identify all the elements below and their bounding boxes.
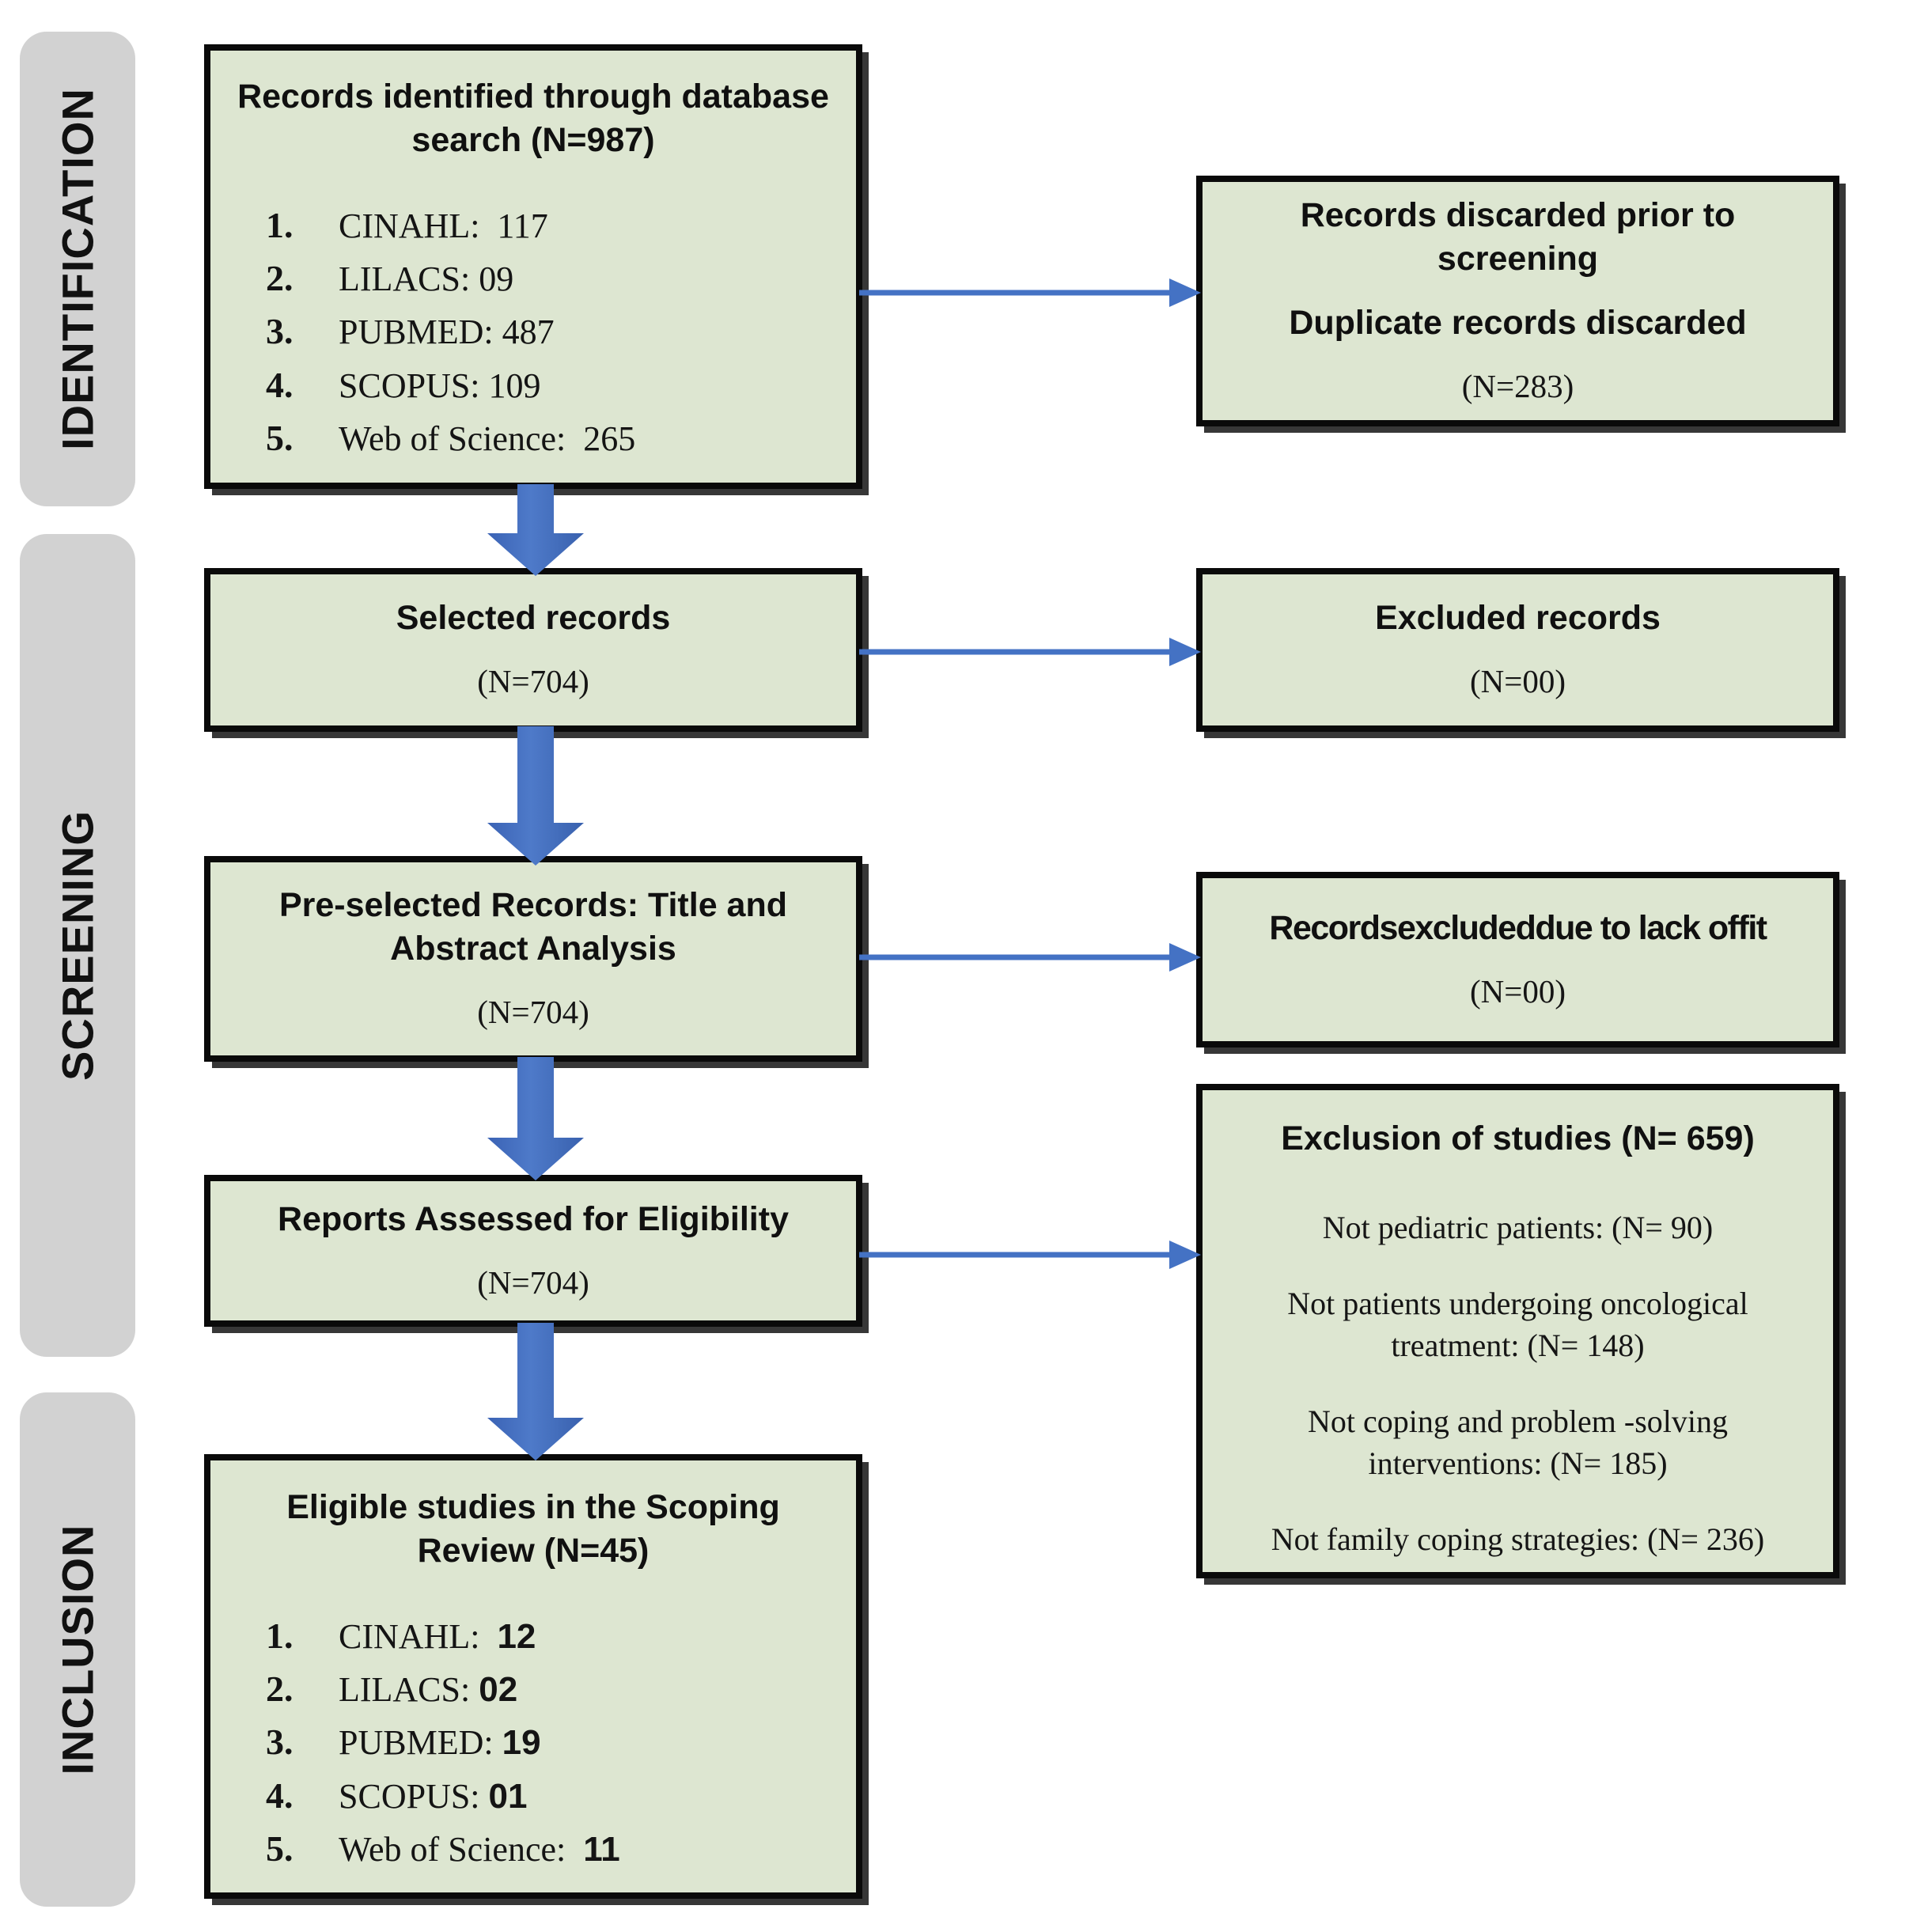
lack-of-fit-title: Recordsexcludeddue to lack offit <box>1269 908 1767 947</box>
list-item: 2. LILACS: 09 <box>266 252 839 305</box>
node-reports-assessed-eligibility: Reports Assessed for Eligibility (N=704) <box>204 1175 862 1327</box>
records-discarded-line2: Duplicate records discarded <box>1289 304 1747 343</box>
list-item: 1. CINAHL: 12 <box>266 1609 839 1662</box>
exclusion-reason: Not family coping strategies: (N= 236) <box>1271 1521 1765 1558</box>
list-item-label: PUBMED: 19 <box>339 1723 541 1763</box>
eligible-studies-title: Eligible studies in the Scoping Review (… <box>286 1487 780 1570</box>
list-item: 4. SCOPUS: 01 <box>266 1769 839 1822</box>
list-item-number: 3. <box>266 1722 294 1763</box>
list-item-label: CINAHL: 12 <box>339 1616 536 1656</box>
list-item-number: 1. <box>266 204 294 245</box>
node-preselected-records: Pre-selected Records: Title and Abstract… <box>204 856 862 1062</box>
list-item: 5. Web of Science: 11 <box>266 1822 839 1875</box>
list-item-number: 2. <box>266 1669 294 1710</box>
excluded-records-title: Excluded records <box>1375 599 1661 638</box>
arrow-identified-to-discarded <box>859 269 1207 316</box>
list-item: 3. PUBMED: 19 <box>266 1715 839 1768</box>
records-discarded-line1: Records discarded prior to screening <box>1300 196 1736 278</box>
list-item-number: 3. <box>266 311 294 352</box>
node-records-identified: Records identified through database sear… <box>204 44 862 489</box>
node-records-discarded: Records discarded prior to screening Dup… <box>1196 176 1839 426</box>
phase-band-inclusion: INCLUSION <box>20 1392 135 1907</box>
excluded-records-count: (N=00) <box>1469 663 1566 700</box>
records-identified-title: Records identified through database sear… <box>237 77 829 159</box>
preselected-records-count: (N=704) <box>477 994 589 1031</box>
phase-band-identification: IDENTIFICATION <box>20 32 135 506</box>
list-item-label: Web of Science: 11 <box>339 1829 620 1869</box>
node-excluded-records: Excluded records (N=00) <box>1196 568 1839 732</box>
list-item-number: 4. <box>266 1775 294 1816</box>
selected-records-count: (N=704) <box>477 663 589 700</box>
list-item-label: SCOPUS: 01 <box>339 1776 528 1816</box>
list-item-label: CINAHL: 117 <box>339 206 548 245</box>
exclusion-title: Exclusion of studies (N= 659) <box>1281 1119 1755 1157</box>
list-item: 5. Web of Science: 265 <box>266 411 839 464</box>
lack-of-fit-count: (N=00) <box>1469 972 1566 1010</box>
eligibility-title: Reports Assessed for Eligibility <box>278 1199 789 1238</box>
list-item-label: LILACS: 02 <box>339 1670 518 1710</box>
list-item-number: 2. <box>266 258 294 299</box>
arrow-preselected-to-lack-of-fit <box>859 934 1207 981</box>
exclusion-reason: Not coping and problem -solving interven… <box>1307 1404 1729 1481</box>
list-item-number: 4. <box>266 364 294 405</box>
list-item-label: SCOPUS: 109 <box>339 366 541 405</box>
list-item: 2. LILACS: 02 <box>266 1662 839 1715</box>
list-item: 1. CINAHL: 117 <box>266 199 839 252</box>
selected-records-title: Selected records <box>396 599 671 638</box>
list-item: 4. SCOPUS: 109 <box>266 358 839 411</box>
list-item-label: PUBMED: 487 <box>339 313 555 352</box>
arrow-selected-to-preselected <box>484 726 587 867</box>
node-eligible-studies: Eligible studies in the Scoping Review (… <box>204 1454 862 1899</box>
list-item-number: 5. <box>266 1828 294 1869</box>
arrow-identified-to-selected <box>484 484 587 578</box>
arrow-preselected-to-eligibility <box>484 1057 587 1182</box>
eligible-studies-source-list: 1. CINAHL: 12 2. LILACS: 02 3. PUBMED: 1… <box>228 1609 839 1875</box>
list-item-label: Web of Science: 265 <box>339 419 636 458</box>
list-item-number: 5. <box>266 417 294 458</box>
phase-label-identification: IDENTIFICATION <box>52 88 103 450</box>
phase-label-screening: SCREENING <box>52 810 103 1081</box>
records-discarded-count: (N=283) <box>1461 368 1574 405</box>
phase-band-screening: SCREENING <box>20 534 135 1357</box>
preselected-records-title: Pre-selected Records: Title and Abstract… <box>278 886 788 968</box>
node-exclusion-of-studies: Exclusion of studies (N= 659) Not pediat… <box>1196 1084 1839 1578</box>
node-records-excluded-lack-of-fit: Recordsexcludeddue to lack offit (N=00) <box>1196 872 1839 1047</box>
phase-label-inclusion: INCLUSION <box>52 1524 103 1775</box>
arrow-eligibility-to-exclusion <box>859 1231 1207 1279</box>
node-selected-records: Selected records (N=704) <box>204 568 862 732</box>
list-item-label: LILACS: 09 <box>339 259 514 299</box>
list-item-number: 1. <box>266 1615 294 1656</box>
records-identified-source-list: 1. CINAHL: 117 2. LILACS: 09 3. PUBMED: … <box>228 199 839 464</box>
exclusion-reason: Not pediatric patients: (N= 90) <box>1322 1209 1714 1245</box>
arrow-selected-to-excluded <box>859 628 1207 676</box>
eligibility-count: (N=704) <box>477 1263 589 1301</box>
exclusion-reason: Not patients undergoing oncological trea… <box>1287 1285 1748 1363</box>
list-item: 3. PUBMED: 487 <box>266 305 839 358</box>
arrow-eligibility-to-eligible <box>484 1323 587 1462</box>
